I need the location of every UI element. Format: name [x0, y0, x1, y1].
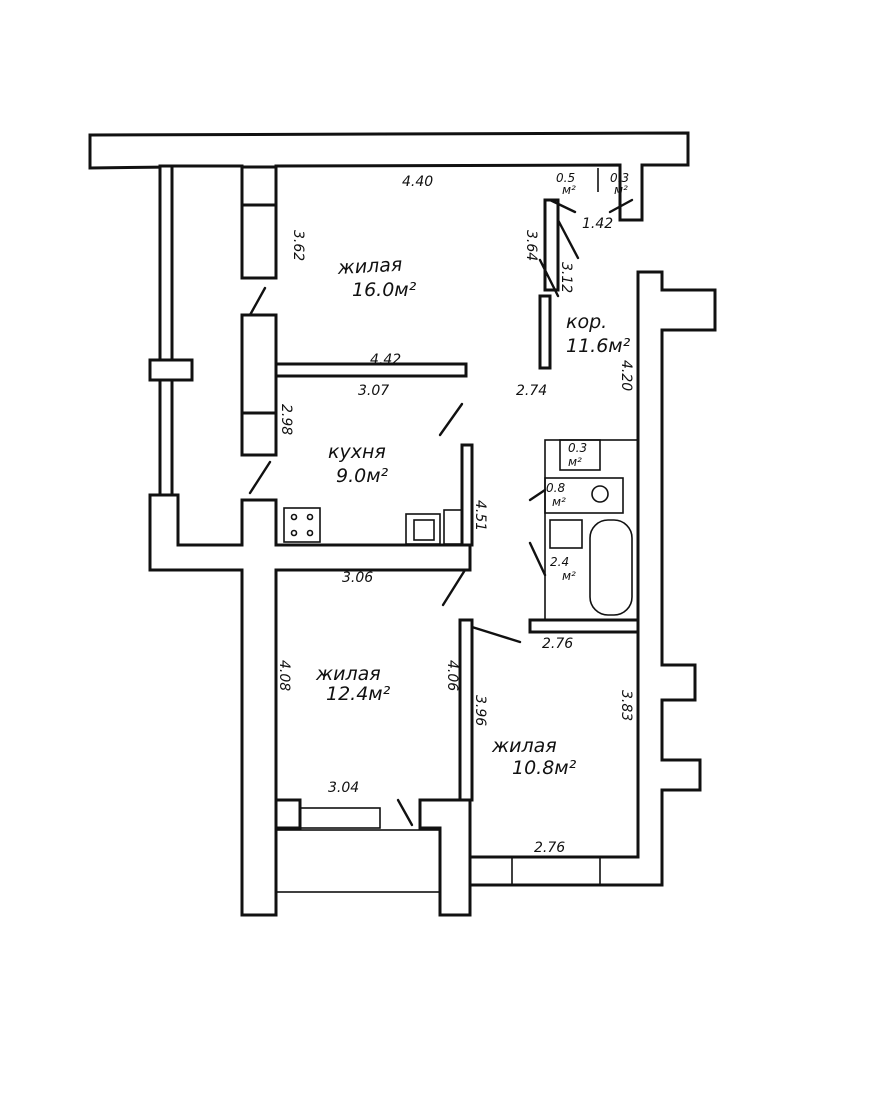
- kitchen-sink-icon: [405, 513, 441, 545]
- dim-3-64: 3.64: [523, 230, 539, 261]
- corridor-area: 11.6м²: [566, 335, 631, 357]
- stove-icon: [283, 507, 321, 543]
- corridor-name: кор.: [566, 311, 607, 333]
- door-kitchen-left: [248, 460, 272, 495]
- door-wc: [528, 488, 547, 502]
- living1-name: жилая: [336, 254, 403, 279]
- door-living2: [441, 568, 467, 607]
- dim-3-07: 3.07: [358, 383, 389, 399]
- dim-4-08: 4.08: [276, 660, 292, 691]
- bathroom-bottom-wall: [528, 618, 640, 634]
- left-lower-wall: [148, 493, 472, 917]
- door-living1: [248, 286, 267, 317]
- living2-area: 12.4м²: [326, 683, 391, 705]
- wc-box: [544, 477, 624, 514]
- stove-burner: [290, 529, 298, 537]
- dim-4-06: 4.06: [444, 660, 460, 691]
- walls: [88, 131, 717, 917]
- window-living2: [299, 807, 381, 829]
- dim-4-20: 4.20: [618, 360, 634, 391]
- dim-3-06: 3.06: [342, 570, 373, 586]
- balcony: [275, 829, 441, 893]
- closet2-unit: м²: [614, 183, 628, 197]
- dim-4-40: 4.40: [402, 174, 433, 190]
- wc-unit: м²: [552, 495, 566, 509]
- dim-2-74: 2.74: [516, 383, 547, 399]
- dim-4-51: 4.51: [472, 500, 488, 531]
- dim-3-96: 3.96: [472, 695, 488, 726]
- living1-area: 16.0м²: [352, 279, 417, 301]
- dim-2-76-top: 2.76: [542, 636, 573, 652]
- wall-segment-4: [240, 411, 278, 457]
- wall-living-corridor-low: [538, 294, 552, 370]
- bathtub-icon: [589, 519, 633, 616]
- living2-name: жилая: [315, 663, 381, 685]
- bath-area: 2.4: [550, 555, 569, 569]
- stove-burner: [306, 513, 314, 521]
- wall-kitchen-right: [460, 443, 474, 547]
- door-closets-right: [608, 198, 634, 214]
- wall-segment-1: [240, 165, 278, 209]
- doors: [248, 168, 634, 827]
- wall-living-kitchen: [274, 362, 468, 378]
- door-closets-swing: [556, 218, 580, 260]
- closet3-area: 0.3: [568, 441, 587, 455]
- bottom-left-wall: [274, 798, 302, 830]
- dim-1-42: 1.42: [582, 216, 613, 232]
- dim-2-98: 2.98: [278, 404, 294, 435]
- dim-3-04: 3.04: [328, 780, 359, 796]
- closet1-unit: м²: [562, 183, 576, 197]
- closet1-area: 0.5: [556, 171, 575, 185]
- stove-burner: [290, 513, 298, 521]
- closet2-area: 0.3: [610, 171, 629, 185]
- bottom-center-wall: [418, 798, 472, 917]
- room-labels: жилая 16.0м² кор. 11.6м² кухня 9.0м² жил…: [315, 171, 631, 779]
- living3-name: жилая: [491, 735, 557, 757]
- dim-3-83: 3.83: [618, 690, 634, 721]
- left-loggia-wall: [158, 164, 174, 497]
- bath-sink-icon: [549, 519, 583, 549]
- toilet-icon: [591, 485, 609, 503]
- dim-3-12: 3.12: [558, 262, 574, 293]
- dim-4-42: 4.42: [370, 352, 401, 368]
- kitchen-sink-basin: [413, 519, 435, 541]
- left-pier: [148, 358, 194, 382]
- door-corridor-living1: [538, 258, 560, 298]
- closet3-unit: м²: [568, 455, 582, 469]
- dim-3-62: 3.62: [290, 230, 306, 261]
- right-exterior-wall: [468, 270, 717, 887]
- closet3-box: [559, 439, 601, 471]
- bath-unit: м²: [562, 569, 576, 583]
- dim-2-76-bottom: 2.76: [534, 840, 565, 856]
- door-closets-left: [548, 198, 577, 214]
- dimension-labels: 4.40 3.62 3.64 3.12 1.42 4.42 3.07 2.74 …: [276, 174, 634, 856]
- counter-icon: [443, 509, 463, 545]
- wall-living2-living3: [458, 618, 474, 802]
- door-kitchen: [438, 402, 464, 437]
- living3-area: 10.8м²: [512, 757, 577, 779]
- wall-living-corridor: [543, 198, 560, 292]
- wall-segment-3: [240, 313, 278, 417]
- kitchen-area: 9.0м²: [336, 465, 389, 487]
- wall-segment-2: [240, 203, 278, 280]
- door-balcony: [396, 798, 414, 827]
- door-living3: [470, 625, 522, 644]
- kitchen-name: кухня: [328, 441, 386, 463]
- wc-area: 0.8: [546, 481, 565, 495]
- window-living3: [511, 856, 601, 886]
- door-bath: [528, 541, 547, 577]
- stove-burner: [306, 529, 314, 537]
